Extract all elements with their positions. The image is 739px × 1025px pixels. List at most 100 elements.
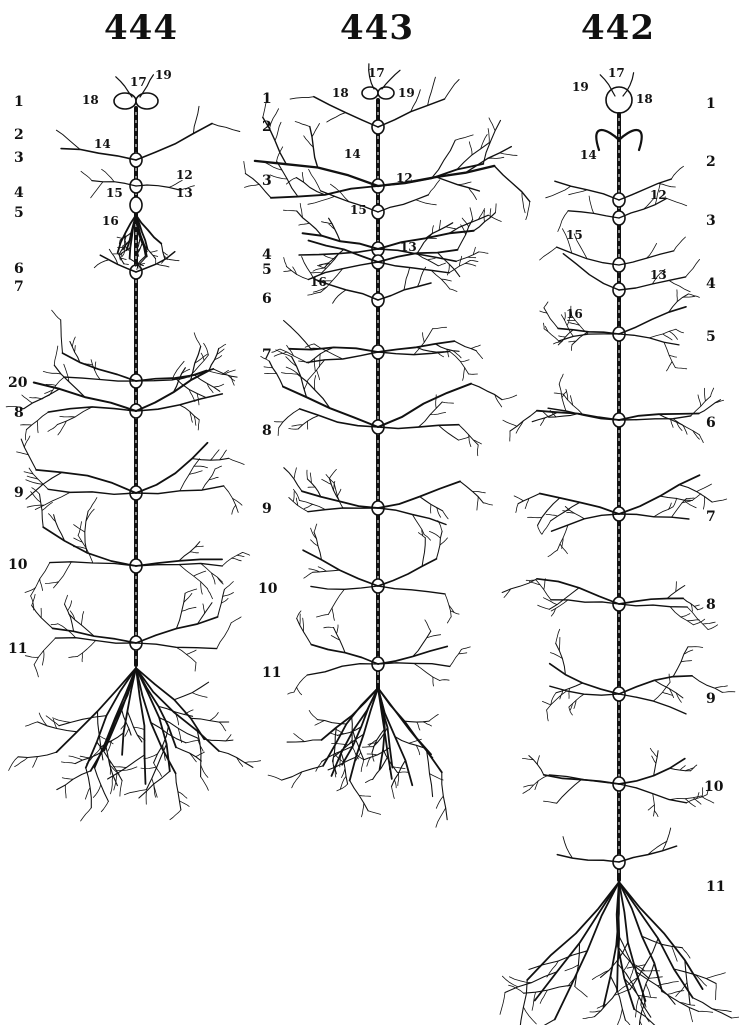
nerve-branch [569,190,588,195]
fig443-label-14: 14 [344,147,361,161]
nerve-left [308,508,378,512]
nerve-branch [664,342,675,367]
nerve-branch [681,661,692,662]
nerve-branch [88,498,97,512]
fig443-label-17: 17 [368,66,385,80]
tail-nerve [57,668,137,752]
nerve-branch [502,579,537,593]
nerve-right [619,676,692,694]
nerve-branch [514,496,523,501]
nerve-branch [307,470,308,479]
nerve-left [63,353,137,381]
nerve-branch [443,511,449,519]
nerve-right [619,307,686,334]
nerve-branch [470,208,473,220]
nerve-branch [537,756,539,765]
nerve-branch [269,361,283,386]
nerve-branch [547,710,549,721]
nerve-branch [55,719,71,723]
nerve-branch [244,161,246,173]
nerve-branch [185,589,197,593]
nerve-branch [61,320,63,353]
nerve-branch [203,604,205,613]
nerve-branch [447,349,449,357]
nerve-branch [318,567,326,571]
nerve-branch [673,647,688,677]
nerve-branch [662,828,670,851]
nerve-right [136,643,217,649]
nerve-branch [297,211,322,236]
nerve-branch [646,984,651,997]
nerve-branch [546,515,558,517]
nerve-right [378,384,471,427]
nerve-branch [91,182,103,198]
nerve-branch [298,374,330,408]
nerve-branch [57,771,91,790]
nerve-branch [395,780,397,788]
nerve-branch [540,247,557,260]
nerve-branch [701,796,714,803]
fig443-label-11: 11 [262,666,281,680]
nerve-branch [85,788,90,800]
nerve-branch [48,425,57,432]
nerve-branch [548,550,557,557]
nerve-right [619,598,683,604]
nerve-branch [544,302,548,308]
nerve-branch [524,985,572,993]
nerve-left [303,550,378,586]
nerve-branch [224,582,233,590]
fig443-label-5: 5 [262,263,272,277]
nerve-branch [61,762,75,764]
nerve-branch [669,331,677,339]
nerve-branch [484,210,485,221]
nerve-branch [297,687,302,695]
nerve-branch [544,801,557,803]
nerve-left [50,562,136,566]
nerve-branch [433,677,434,686]
cerebral-lobe-right [136,93,158,109]
nerve-branch [698,608,703,610]
fig442-label-6: 6 [706,416,716,430]
nerve-branch [95,768,109,802]
nerve-branch [180,459,200,491]
tail-nerve [378,688,412,785]
nerve-branch [694,605,699,606]
nerve-branch [309,710,317,719]
nerve-branch [476,351,482,359]
nerve-right [378,508,446,525]
nerve-left [289,347,378,352]
nerve-right [619,759,685,784]
nerve-branch [459,425,478,445]
nerve-branch [551,502,580,521]
nerve-branch [275,122,281,140]
nerve-branch [560,544,568,554]
nerve-branch [193,106,199,133]
nerve-branch [294,675,307,692]
nerve-branch [296,178,324,195]
nerve-branch [676,582,677,592]
nerve-branch [703,622,716,624]
nerve-branch [420,497,443,511]
nerve-branch [186,741,200,743]
nerve-branch [575,987,588,997]
nerve-branch [617,1009,623,1025]
nerve-branch [219,722,226,731]
nerve-branch [546,186,571,198]
nerve-branch [669,674,670,682]
fig444-label-4: 4 [14,186,24,200]
nerve-branch [80,756,90,758]
nerve-branch [519,980,527,1025]
nerve-branch [34,638,55,665]
fig443-label-16: 16 [310,275,327,289]
fig444-label-5: 5 [14,206,24,220]
nerve-branch [187,650,197,654]
nerve-branch [352,716,353,748]
nerve-branch [362,747,373,748]
nerve-branch [337,625,339,634]
nerve-branch [446,227,456,229]
fig444-label-17: 17 [130,75,147,89]
nerve-branch [652,756,656,763]
nerve-branch [361,759,363,771]
nerve-branch [489,118,495,131]
